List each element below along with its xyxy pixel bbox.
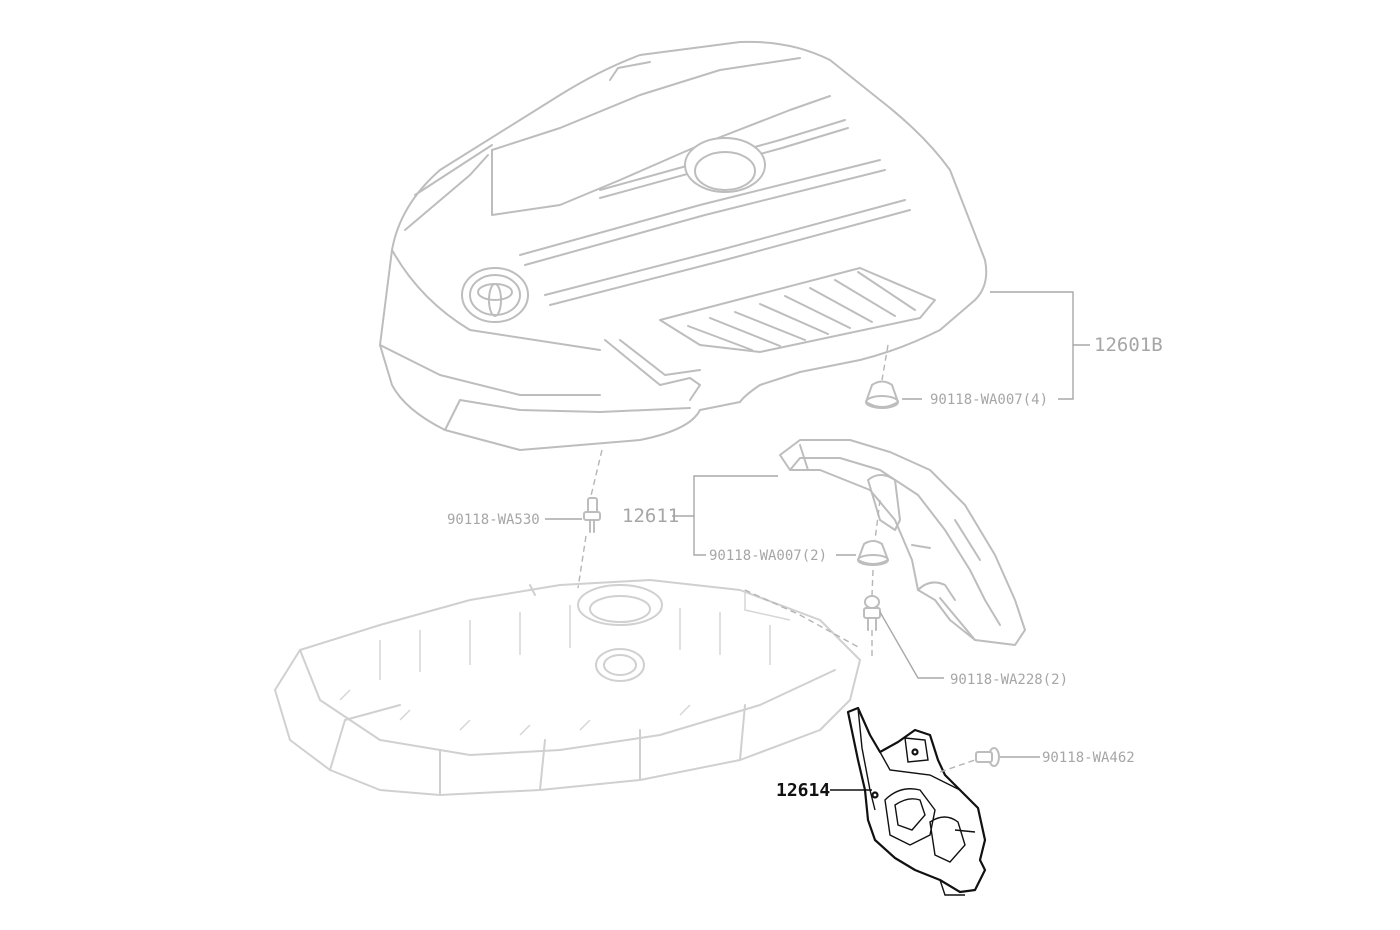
insulator-12614[interactable] <box>846 706 987 896</box>
clip-icon <box>857 540 889 566</box>
engine-cover-label: 12601B <box>1094 334 1163 356</box>
stud-bolt[interactable] <box>545 449 603 589</box>
cover-clip-b-label: 90118-WA007(2) <box>709 548 827 564</box>
rear-cover-leader <box>672 475 778 517</box>
cover-clip-a[interactable] <box>865 344 922 409</box>
toyota-emblem-icon <box>461 267 529 323</box>
bolt-icon <box>863 595 881 631</box>
cover-clip-a-label: 90118-WA007(4) <box>930 392 1048 408</box>
bolt-icon <box>975 747 1000 767</box>
cover-clip-b[interactable] <box>836 499 889 566</box>
insulator-label: 12614 <box>776 780 830 801</box>
rear-engine-cover[interactable] <box>779 439 1026 646</box>
cylinder-head-cover <box>274 579 861 796</box>
grommet-bolt[interactable] <box>744 569 944 679</box>
grommet-bolt-label: 90118-WA228(2) <box>950 672 1068 688</box>
engine-cover-leader <box>990 291 1074 400</box>
insulator-bolt[interactable] <box>939 747 1040 773</box>
vent-grille <box>659 267 936 353</box>
insulator-bolt-label: 90118-WA462 <box>1042 750 1135 766</box>
stud-icon <box>583 497 601 533</box>
oil-filler-opening <box>684 137 766 193</box>
rear-cover-label: 12611 <box>622 505 679 527</box>
engine-cover[interactable] <box>379 40 988 451</box>
clip-icon <box>865 380 899 409</box>
stud-bolt-label: 90118-WA530 <box>447 512 540 528</box>
